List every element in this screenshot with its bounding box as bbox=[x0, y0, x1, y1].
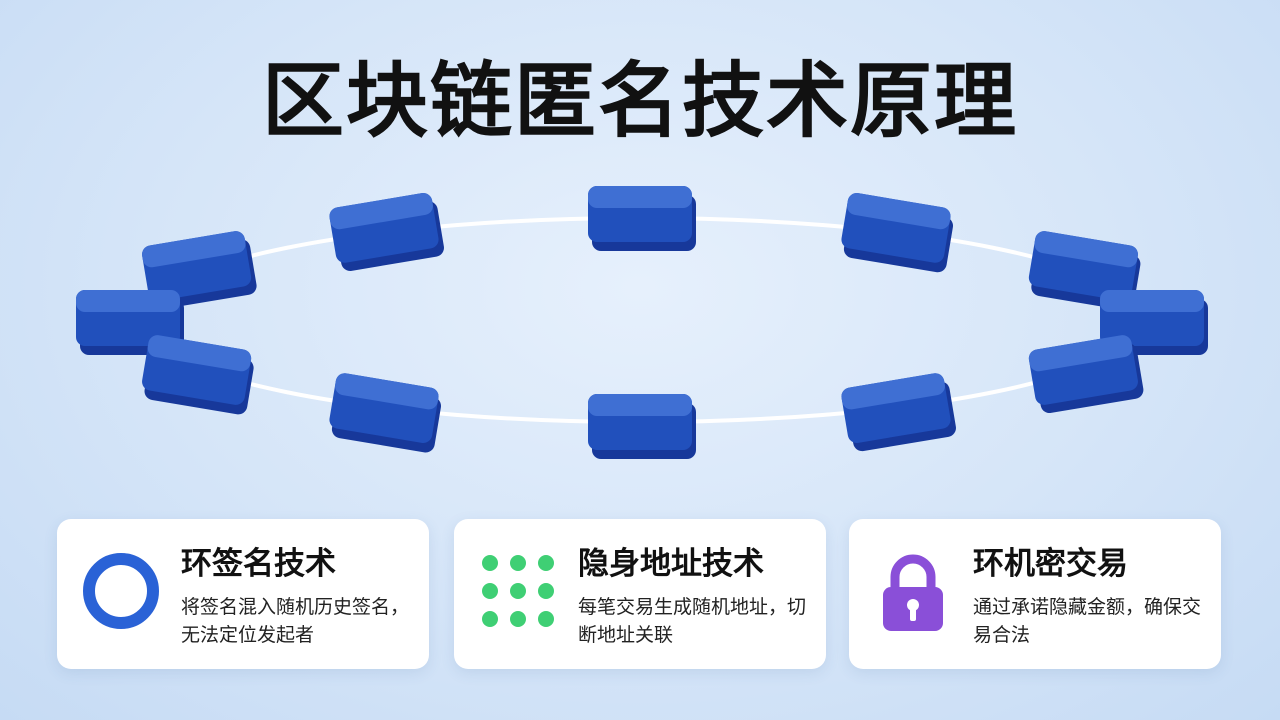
card-ring-signature: 环签名技术 将签名混入随机历史签名，无法定位发起者 bbox=[57, 519, 429, 669]
ring-icon bbox=[83, 553, 159, 629]
card-ring-confidential: 环机密交易 通过承诺隐藏金额，确保交易合法 bbox=[849, 519, 1221, 669]
blockchain-ring-diagram bbox=[76, 186, 1208, 459]
card-stealth-address: 隐身地址技术 每笔交易生成随机地址，切断地址关联 bbox=[454, 519, 826, 669]
card-description: 每笔交易生成随机地址，切断地址关联 bbox=[578, 596, 807, 646]
card-description: 通过承诺隐藏金额，确保交易合法 bbox=[973, 596, 1202, 646]
blockchain-block bbox=[1028, 335, 1144, 414]
blocks-layer bbox=[76, 186, 1208, 459]
blockchain-block bbox=[329, 193, 444, 271]
blockchain-block bbox=[588, 394, 696, 459]
page-title: 区块链匿名技术原理 bbox=[261, 54, 1018, 149]
blockchain-block bbox=[841, 193, 954, 273]
blockchain-block bbox=[76, 290, 184, 355]
dot-grid-icon bbox=[482, 555, 554, 627]
card-description: 将签名混入随机历史签名，无法定位发起者 bbox=[181, 596, 410, 646]
lock-icon bbox=[883, 554, 943, 631]
card-title: 环签名技术 bbox=[181, 546, 336, 582]
card-title: 隐身地址技术 bbox=[578, 546, 764, 582]
blockchain-block bbox=[841, 373, 956, 452]
blockchain-block bbox=[329, 373, 442, 453]
card-title: 环机密交易 bbox=[973, 546, 1128, 582]
blockchain-block bbox=[142, 335, 254, 415]
blockchain-block bbox=[588, 186, 696, 251]
